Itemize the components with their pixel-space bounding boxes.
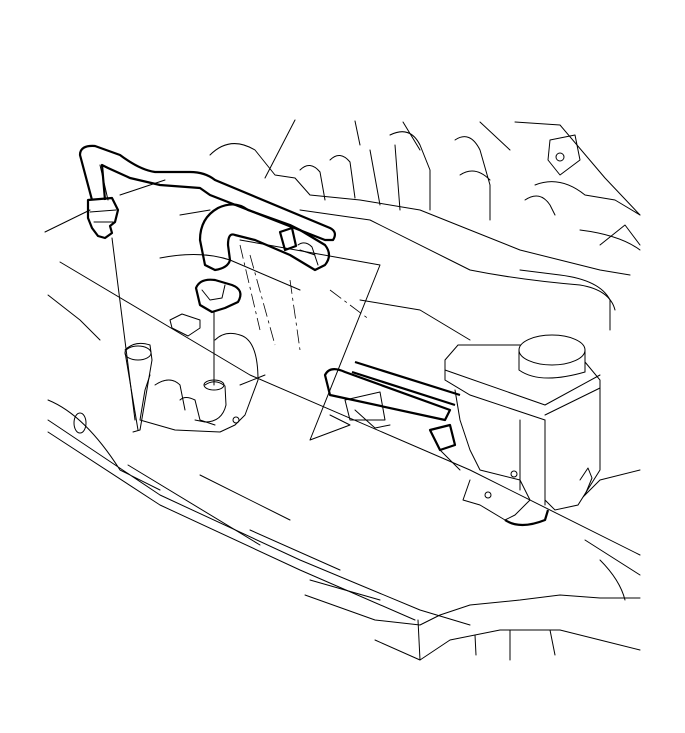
pump-port bbox=[124, 345, 152, 361]
pump bbox=[124, 313, 259, 433]
pump-inlet bbox=[203, 379, 225, 391]
assembly-lines bbox=[111, 237, 461, 471]
engine-frame bbox=[47, 261, 641, 661]
mount-bolt bbox=[484, 491, 492, 499]
hose-clamp-upper bbox=[278, 226, 298, 252]
bracket-panel bbox=[239, 239, 471, 452]
reservoir-cap[interactable] bbox=[518, 334, 586, 366]
hose-clamp bbox=[194, 278, 242, 314]
frame-hole bbox=[73, 412, 87, 434]
bolt-hole bbox=[555, 152, 565, 162]
pipe bbox=[78, 144, 337, 242]
mount-bolt bbox=[510, 470, 518, 478]
engine-background bbox=[44, 119, 641, 331]
reservoir bbox=[444, 334, 601, 527]
hose bbox=[198, 203, 331, 272]
pump-bolt bbox=[232, 416, 240, 424]
pipe-fitting bbox=[86, 196, 120, 240]
